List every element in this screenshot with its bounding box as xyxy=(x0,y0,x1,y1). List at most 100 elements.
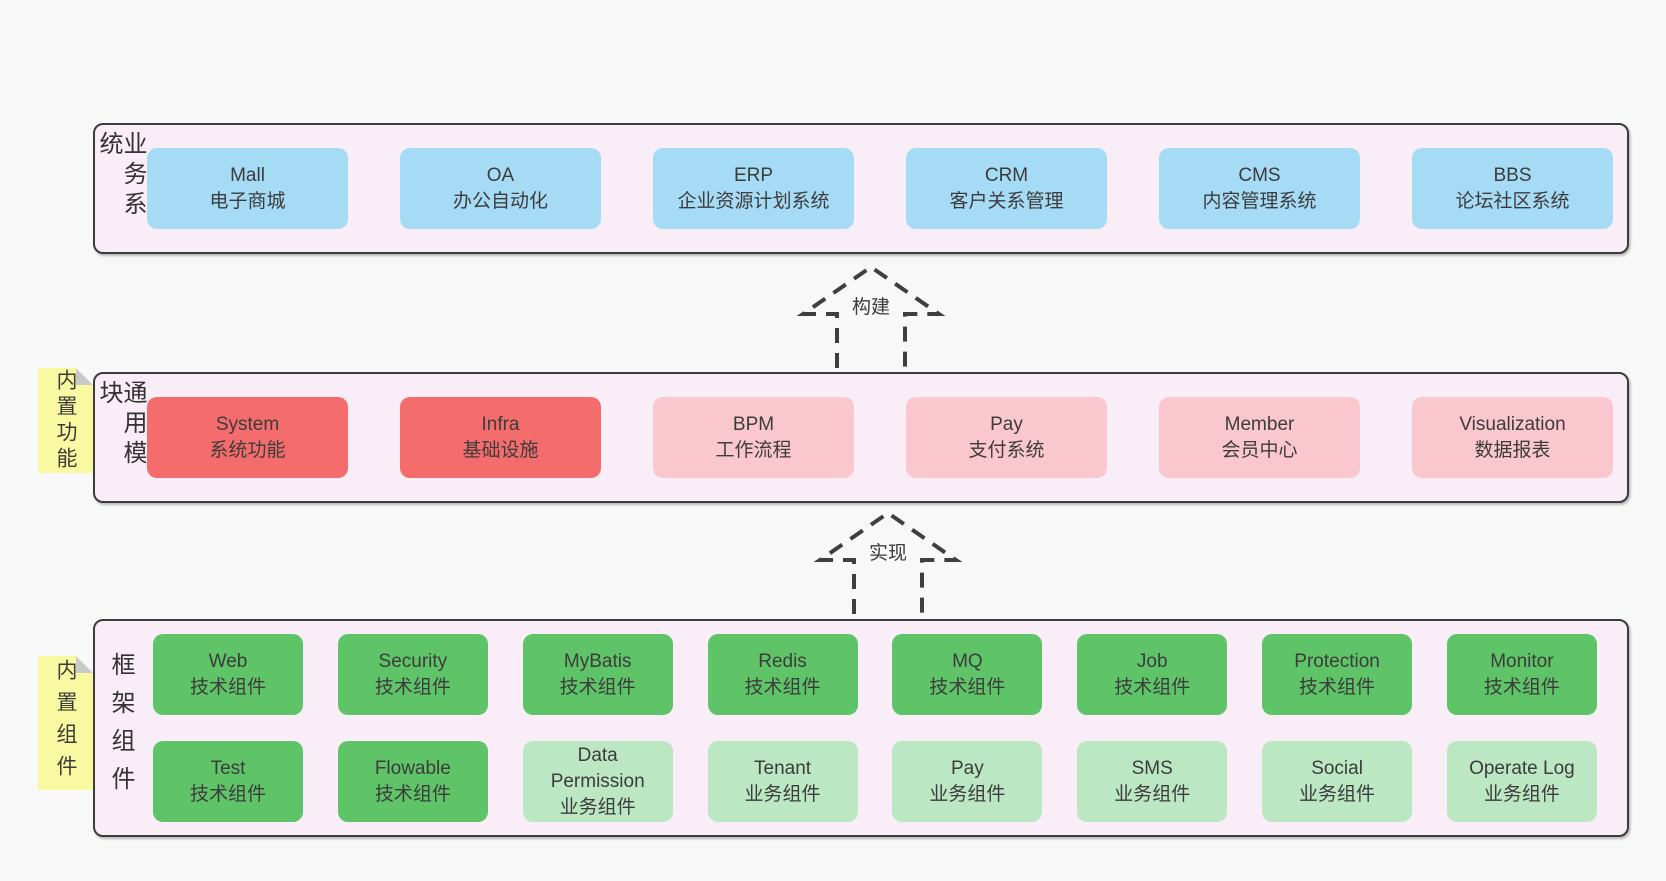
box-title: MyBatis xyxy=(563,650,632,672)
box-subtitle: 技术组件 xyxy=(189,783,266,805)
module-box-cms: CMS 内容管理系统 xyxy=(1159,148,1360,229)
module-box-oa: OA 办公自动化 xyxy=(400,148,601,229)
box-title: Operate Log xyxy=(1469,757,1575,779)
component-box-social: Social 业务组件 xyxy=(1262,741,1413,822)
component-box-mybatis: MyBatis 技术组件 xyxy=(522,634,673,715)
arrow-label-build: 构建 xyxy=(848,292,894,319)
box-title: Social xyxy=(1311,757,1363,779)
box-subtitle: 技术组件 xyxy=(189,676,266,698)
box-subtitle: 技术组件 xyxy=(1483,676,1560,698)
box-title: ERP xyxy=(733,164,774,186)
band-business-systems-boxes: Mall 电子商城 OA 办公自动化 ERP 企业资源计划系统 CRM 客户关系… xyxy=(137,125,1627,252)
box-title: Protection xyxy=(1294,650,1380,672)
box-subtitle: 支付系统 xyxy=(968,439,1045,461)
box-title: SMS xyxy=(1131,757,1173,779)
band-label-common-modules: 通用模块 xyxy=(95,380,146,470)
box-subtitle: 技术组件 xyxy=(929,676,1006,698)
box-title: Mall xyxy=(230,164,265,186)
box-subtitle: 技术组件 xyxy=(374,783,451,805)
box-subtitle: 基础设施 xyxy=(462,439,539,461)
band-common-modules: 通用模块 System 系统功能 Infra 基础设施 BPM 工作流程 Pay… xyxy=(93,372,1629,503)
up-arrow-implement: 实现 xyxy=(813,510,963,614)
box-subtitle: 内容管理系统 xyxy=(1202,190,1317,212)
box-title: CMS xyxy=(1238,164,1281,186)
box-title: Data Permission xyxy=(550,744,645,792)
sticky-note-builtin-components: 内置组件 xyxy=(38,656,93,790)
box-subtitle: 技术组件 xyxy=(744,676,821,698)
box-subtitle: 业务组件 xyxy=(1114,783,1191,805)
band-label-framework-components: 框架组件 xyxy=(107,652,134,804)
framework-row-2: Test 技术组件 Flowable 技术组件 Data Permission … xyxy=(153,741,1597,822)
component-box-redis: Redis 技术组件 xyxy=(707,634,858,715)
box-subtitle: 数据报表 xyxy=(1474,439,1551,461)
component-box-pay: Pay 业务组件 xyxy=(892,741,1043,822)
component-box-operate-log: Operate Log 业务组件 xyxy=(1446,741,1597,822)
component-box-monitor: Monitor 技术组件 xyxy=(1446,634,1597,715)
box-subtitle: 技术组件 xyxy=(1299,676,1376,698)
module-box-crm: CRM 客户关系管理 xyxy=(906,148,1107,229)
band-framework-components: 框架组件 Web 技术组件 Security 技术组件 MyBatis 技术组件… xyxy=(93,619,1629,837)
box-title: Pay xyxy=(990,413,1023,435)
module-box-system: System 系统功能 xyxy=(147,397,348,478)
box-subtitle: 工作流程 xyxy=(715,439,792,461)
box-subtitle: 技术组件 xyxy=(559,676,636,698)
module-box-mall: Mall 电子商城 xyxy=(147,148,348,229)
component-box-security: Security 技术组件 xyxy=(337,634,488,715)
band-label-business-systems: 业务系统 xyxy=(95,131,146,221)
box-title: Member xyxy=(1224,413,1295,435)
box-subtitle: 办公自动化 xyxy=(452,190,548,212)
module-box-visualization: Visualization 数据报表 xyxy=(1412,397,1613,478)
component-box-tenant: Tenant 业务组件 xyxy=(707,741,858,822)
component-box-job: Job 技术组件 xyxy=(1077,634,1228,715)
box-subtitle: 技术组件 xyxy=(374,676,451,698)
component-box-web: Web 技术组件 xyxy=(153,634,303,715)
box-title: System xyxy=(215,413,280,435)
box-title: Job xyxy=(1136,650,1168,672)
band-framework-components-boxes: Web 技术组件 Security 技术组件 MyBatis 技术组件 Redi… xyxy=(137,621,1627,835)
box-subtitle: 业务组件 xyxy=(929,783,1006,805)
component-box-test: Test 技术组件 xyxy=(153,741,303,822)
up-arrow-icon xyxy=(813,510,963,614)
box-title: Monitor xyxy=(1490,650,1554,672)
box-title: Redis xyxy=(758,650,807,672)
box-subtitle: 电子商城 xyxy=(209,190,286,212)
box-subtitle: 业务组件 xyxy=(744,783,821,805)
arrow-label-implement: 实现 xyxy=(865,538,911,565)
box-title: Infra xyxy=(481,413,520,435)
box-subtitle: 系统功能 xyxy=(209,439,286,461)
box-title: Flowable xyxy=(374,757,451,779)
box-subtitle: 企业资源计划系统 xyxy=(677,190,830,212)
module-box-member: Member 会员中心 xyxy=(1159,397,1360,478)
module-box-bbs: BBS 论坛社区系统 xyxy=(1412,148,1613,229)
module-box-infra: Infra 基础设施 xyxy=(400,397,601,478)
box-title: CRM xyxy=(984,164,1029,186)
box-title: Test xyxy=(210,757,246,779)
component-box-data-permission: Data Permission 业务组件 xyxy=(522,741,673,822)
box-title: Pay xyxy=(951,757,984,779)
band-common-modules-boxes: System 系统功能 Infra 基础设施 BPM 工作流程 Pay 支付系统… xyxy=(137,374,1627,501)
component-box-flowable: Flowable 技术组件 xyxy=(337,741,488,822)
box-title: Visualization xyxy=(1459,413,1566,435)
up-arrow-icon xyxy=(796,264,946,368)
box-subtitle: 技术组件 xyxy=(1114,676,1191,698)
box-subtitle: 论坛社区系统 xyxy=(1455,190,1570,212)
box-subtitle: 客户关系管理 xyxy=(949,190,1064,212)
box-subtitle: 会员中心 xyxy=(1221,439,1298,461)
box-title: MQ xyxy=(952,650,983,672)
up-arrow-build: 构建 xyxy=(796,264,946,368)
box-title: OA xyxy=(486,164,515,186)
box-title: Web xyxy=(208,650,248,672)
box-title: Tenant xyxy=(754,757,812,779)
box-subtitle: 业务组件 xyxy=(1299,783,1376,805)
band-business-systems: 业务系统 Mall 电子商城 OA 办公自动化 ERP 企业资源计划系统 CRM… xyxy=(93,123,1629,254)
component-box-protection: Protection 技术组件 xyxy=(1262,634,1413,715)
box-subtitle: 业务组件 xyxy=(559,796,636,818)
component-box-sms: SMS 业务组件 xyxy=(1077,741,1228,822)
box-title: Security xyxy=(378,650,448,672)
component-box-mq: MQ 技术组件 xyxy=(892,634,1043,715)
module-box-pay: Pay 支付系统 xyxy=(906,397,1107,478)
box-subtitle: 业务组件 xyxy=(1483,783,1560,805)
module-box-erp: ERP 企业资源计划系统 xyxy=(653,148,854,229)
box-title: BPM xyxy=(732,413,775,435)
